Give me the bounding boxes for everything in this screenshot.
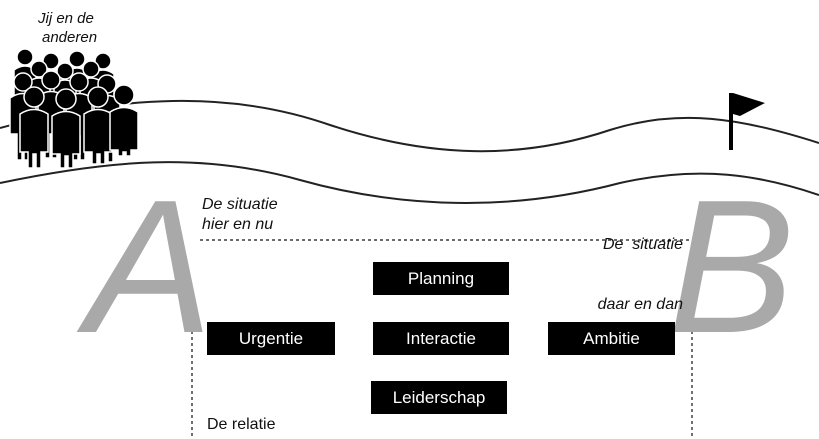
situation-a-line-1: De situatie — [202, 196, 278, 213]
situation-a-label: De situatie hier en nu — [202, 195, 278, 235]
ambitie-box: Ambitie — [548, 322, 675, 355]
situation-b-line-2: daar en dan — [597, 296, 683, 313]
urgentie-box: Urgentie — [207, 322, 335, 355]
planning-box: Planning — [373, 262, 509, 295]
group-label-line-2: anderen — [42, 29, 98, 46]
flag-icon — [729, 93, 765, 150]
group-label-line-1: Jij en de — [38, 10, 94, 27]
situation-a-line-2: hier en nu — [202, 216, 274, 233]
road-top-line — [0, 99, 819, 153]
relation-label: De relatie — [207, 416, 276, 433]
group-label: Jij en de anderen — [38, 9, 97, 47]
situation-b-label: De situatie daar en dan — [598, 195, 683, 335]
point-b-letter: B — [668, 161, 795, 373]
situation-b-line-1: De situatie — [602, 236, 683, 253]
road-bottom-line — [0, 161, 819, 204]
leiderschap-box: Leiderschap — [371, 381, 507, 414]
point-a-letter: A — [86, 161, 213, 373]
people-crowd-icon — [9, 48, 139, 169]
interactie-box: Interactie — [373, 322, 509, 355]
